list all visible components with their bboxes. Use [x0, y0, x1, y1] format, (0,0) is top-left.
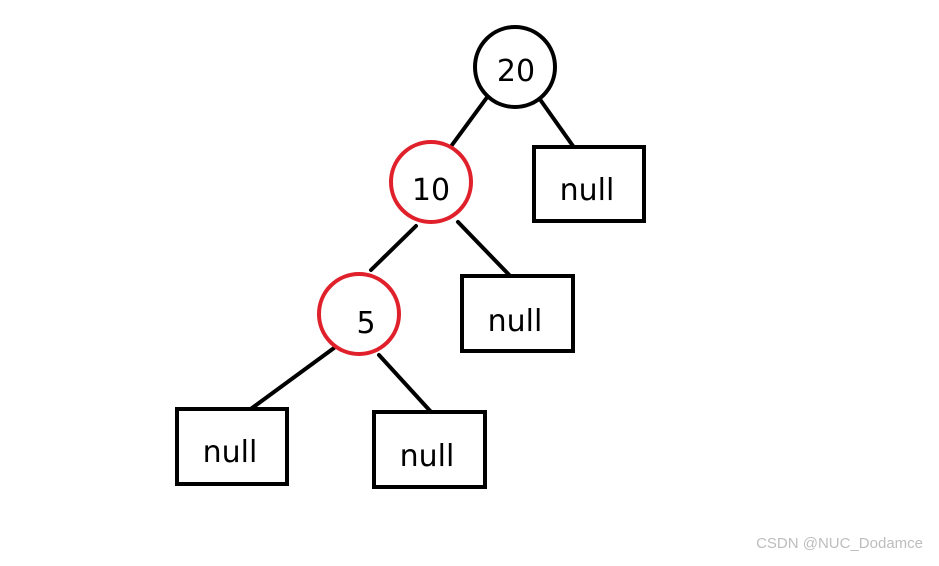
null-label: null — [203, 435, 258, 470]
node-null-right-of-20: null — [532, 145, 646, 223]
edge-5-to-null-right — [377, 353, 434, 415]
edge-20-to-null — [537, 96, 575, 148]
null-box — [372, 410, 487, 489]
node-null-left-of-5: null — [175, 407, 289, 486]
edge-5-to-null-left — [246, 346, 336, 413]
node-10-circle — [389, 140, 473, 224]
edge-10-to-null — [456, 220, 517, 283]
node-20-label: 20 — [497, 54, 535, 89]
node-20: 20 — [473, 25, 557, 109]
null-label: null — [488, 304, 543, 339]
node-5-circle — [317, 272, 401, 356]
null-box — [175, 407, 289, 486]
node-5: 5 — [317, 272, 401, 356]
node-10: 10 — [389, 140, 473, 224]
node-20-circle — [473, 25, 557, 109]
null-box — [532, 145, 646, 223]
watermark-text: CSDN @NUC_Dodamce — [756, 535, 923, 552]
node-5-label: 5 — [356, 306, 375, 341]
null-label: null — [400, 439, 455, 474]
null-label: null — [560, 173, 615, 208]
null-box — [460, 274, 575, 353]
node-null-right-of-10: null — [460, 274, 575, 353]
node-10-label: 10 — [412, 173, 450, 208]
edge-10-to-5 — [369, 224, 418, 272]
node-null-right-of-5: null — [372, 410, 487, 489]
edge-20-to-10 — [450, 94, 490, 147]
